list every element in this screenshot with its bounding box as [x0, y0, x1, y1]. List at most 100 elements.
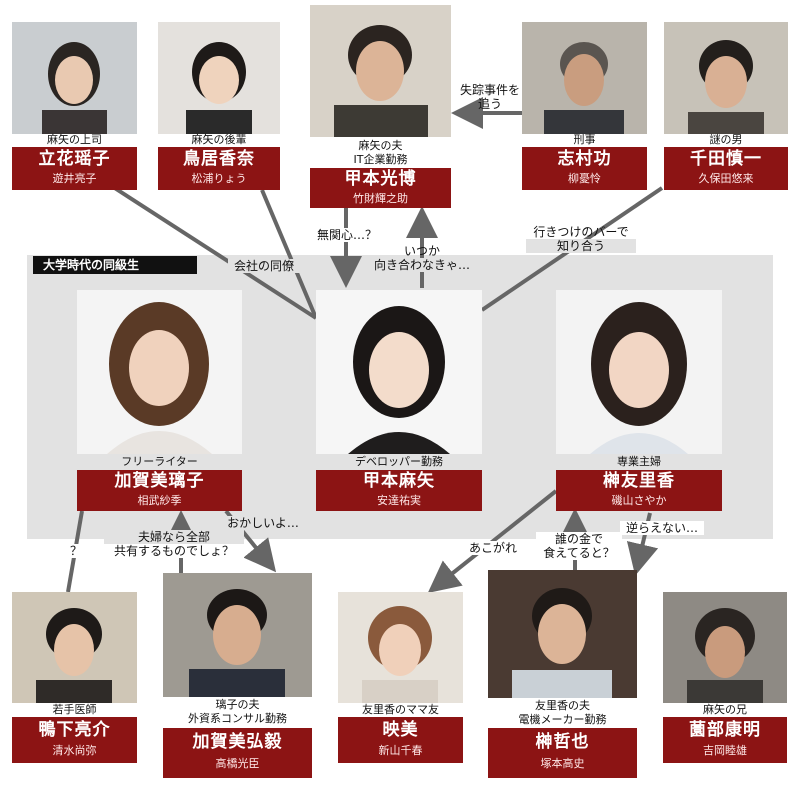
card-yurika: 専業主婦 榊友里香 磯山さやか	[556, 290, 722, 511]
role-label: 友里香のママ友	[338, 704, 463, 716]
role-label-line-2: 外資系コンサル勤務	[163, 713, 312, 725]
person-name: 加賀美璃子	[114, 471, 205, 491]
person-name: 鴨下亮介	[38, 720, 111, 740]
label-line: 共有するものでしょ？	[104, 544, 244, 558]
name-box: 立花瑶子 遊井亮子	[12, 147, 137, 190]
name-box: 甲本光博 竹財輝之助	[310, 168, 451, 208]
name-box: 榊哲也 塚本高史	[488, 728, 637, 778]
role-label: 麻矢の後輩	[158, 134, 280, 146]
label-yurika-to-tetsuya: 逆らえない…	[620, 521, 704, 535]
actor-name: 竹財輝之助	[353, 192, 408, 205]
line-yurika-to-emi	[427, 489, 558, 593]
actor-name: 安達祐実	[377, 494, 421, 507]
card-hiroki: 璃子の夫 外資系コンサル勤務 加賀美弘毅 高橋光臣	[163, 573, 312, 778]
portrait-photo	[77, 290, 242, 454]
person-name: 志村功	[557, 149, 612, 169]
label-line: いつか	[403, 244, 440, 258]
group-label: 大学時代の同級生	[33, 256, 197, 274]
card-kamoshita: 若手医師 鴨下亮介 清水尚弥	[12, 592, 137, 763]
label-line: 追う	[477, 97, 502, 111]
portrait-photo	[316, 290, 482, 454]
portrait-photo	[522, 22, 647, 134]
role-label: 刑事	[522, 134, 647, 146]
name-box: 鴨下亮介 清水尚弥	[12, 717, 137, 763]
person-name: 映美	[382, 720, 419, 740]
role-label: 謎の男	[664, 134, 788, 146]
role-label-line-2: IT企業勤務	[310, 154, 451, 166]
portrait-photo	[556, 290, 722, 454]
person-name: 甲本光博	[344, 169, 417, 189]
role-label: 若手医師	[12, 704, 137, 716]
line-tachibana-maya	[108, 183, 318, 320]
portrait-photo	[12, 22, 137, 134]
actor-name: 遊井亮子	[52, 172, 97, 185]
actor-name: 磯山さやか	[611, 494, 667, 507]
portrait-photo	[163, 573, 312, 697]
person-name: 薗部康明	[689, 720, 761, 740]
role-label: デベロッパー勤務	[355, 455, 443, 468]
card-shimura: 刑事 志村功 柳憂怜	[522, 22, 647, 190]
portrait-photo	[663, 592, 787, 703]
card-maya: デベロッパー勤務 甲本麻矢 安達祐実	[316, 290, 482, 511]
actor-name: 高橋光臣	[215, 757, 260, 770]
label-line: 知り合う	[526, 239, 636, 253]
label-line: 夫婦なら全部	[104, 530, 244, 544]
label-line: 行きつけのバーで	[533, 225, 629, 239]
portrait-photo	[488, 570, 637, 698]
role-label-line-2: 電機メーカー勤務	[488, 714, 637, 726]
role-label: 麻矢の上司	[12, 134, 137, 146]
person-name: 加賀美弘毅	[192, 732, 283, 752]
label-yurika-to-emi: あこがれ	[462, 541, 524, 555]
label-shimura-mitsuhiro: 失踪事件を 追う	[452, 83, 528, 111]
card-emi: 友里香のママ友 映美 新山千春	[338, 592, 463, 763]
name-box: 映美 新山千春	[338, 717, 463, 763]
name-box: 鳥居香奈 松浦りょう	[158, 147, 280, 190]
actor-name: 塚本高史	[540, 757, 585, 770]
name-box: 千田慎一 久保田悠来	[664, 147, 788, 190]
label-ririko-kamoshita: ？	[68, 544, 84, 558]
name-box: 甲本麻矢 安達祐実	[316, 470, 482, 511]
card-ririko: フリーライター 加賀美璃子 相武紗季	[77, 290, 242, 511]
card-sonobe: 麻矢の兄 薗部康明 吉岡睦雄	[663, 592, 787, 763]
card-tachibana: 麻矢の上司 立花瑶子 遊井亮子	[12, 22, 137, 190]
actor-name: 柳憂怜	[568, 172, 601, 185]
label-line: 食えてると？	[543, 546, 615, 560]
actor-name: 吉岡睦雄	[703, 744, 747, 757]
label-mitsuhiro-to-maya: 無関心…？	[312, 228, 382, 242]
label-tetsuya-to-yurika: 誰の金で 食えてると？	[536, 532, 622, 560]
role-label-line-1: 麻矢の夫	[310, 140, 451, 152]
card-torii: 麻矢の後輩 鳥居香奈 松浦りょう	[158, 22, 280, 190]
label-maya-to-mitsuhiro: いつか 向き合わなきゃ…	[366, 244, 478, 272]
card-tetsuya: 友里香の夫 電機メーカー勤務 榊哲也 塚本高史	[488, 570, 637, 778]
label-line: 誰の金で	[554, 532, 603, 546]
person-name: 立花瑶子	[38, 149, 111, 169]
portrait-photo	[158, 22, 280, 134]
actor-name: 清水尚弥	[52, 744, 97, 757]
portrait-photo	[12, 592, 137, 703]
label-line: 失踪事件を	[459, 83, 520, 97]
card-mitsuhiro: 麻矢の夫 IT企業勤務 甲本光博 竹財輝之助	[310, 5, 451, 208]
actor-name: 新山千春	[378, 744, 423, 757]
role-label-line-1: 友里香の夫	[488, 700, 637, 712]
name-box: 榊友里香 磯山さやか	[556, 470, 722, 511]
name-box: 薗部康明 吉岡睦雄	[663, 717, 787, 763]
actor-name: 相武紗季	[137, 494, 182, 507]
name-box: 志村功 柳憂怜	[522, 147, 647, 190]
card-chida: 謎の男 千田慎一 久保田悠来	[664, 22, 788, 190]
role-label: フリーライター	[121, 455, 198, 468]
role-label: 専業主婦	[617, 455, 661, 468]
portrait-photo	[338, 592, 463, 703]
person-name: 甲本麻矢	[363, 471, 435, 491]
line-torii-maya	[260, 189, 318, 319]
actor-name: 久保田悠来	[698, 172, 754, 185]
actor-name: 松浦りょう	[191, 172, 247, 185]
portrait-photo	[664, 22, 788, 134]
label-company-colleague: 会社の同僚	[228, 259, 300, 273]
role-label: 麻矢の兄	[663, 704, 787, 716]
person-name: 千田慎一	[690, 149, 762, 169]
name-box: 加賀美璃子 相武紗季	[77, 470, 242, 511]
label-chida-maya: 行きつけのバーで 知り合う	[526, 225, 636, 253]
person-name: 榊友里香	[603, 471, 675, 491]
label-line: 向き合わなきゃ…	[366, 258, 478, 272]
person-name: 鳥居香奈	[183, 149, 255, 169]
